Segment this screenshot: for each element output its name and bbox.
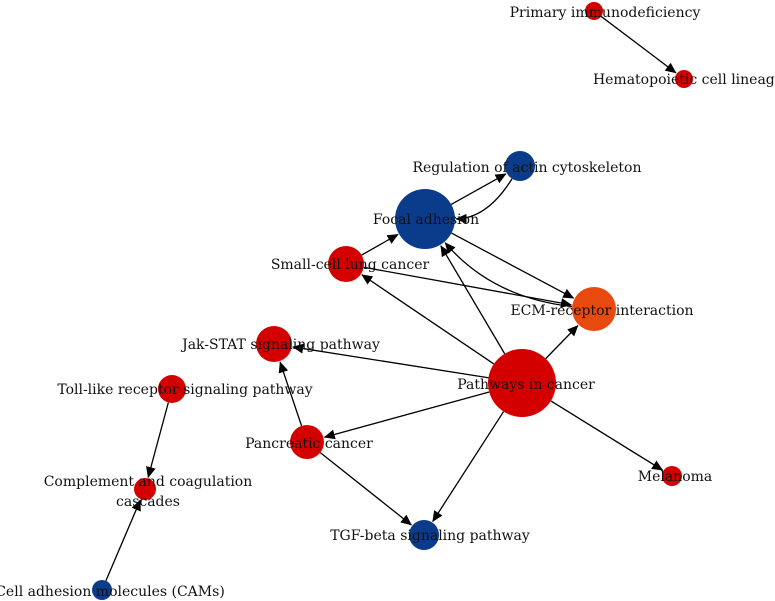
node-label-pancreatic-cancer: Pancreatic cancer — [245, 436, 373, 452]
edge-focal-adhesion-to-regulation-of-actin-cytoskeleton — [450, 173, 507, 205]
node-label-tgf-beta-signaling-pathway: TGF-beta signaling pathway — [330, 528, 530, 544]
node-label-ecm-receptor-interaction: ECM-receptor interaction — [510, 303, 693, 319]
node-label-line: Complement and coagulation — [44, 474, 253, 490]
node-cell-adhesion-molecules[interactable] — [92, 580, 112, 600]
edge-pathways-in-cancer-to-pancreatic-cancer — [323, 391, 490, 440]
edge-pathways-in-cancer-to-jak-stat-signaling-pathway — [292, 343, 489, 379]
node-pathways-in-cancer[interactable] — [488, 349, 556, 417]
edge-pathways-in-cancer-to-small-cell-lung-cancer — [361, 274, 495, 365]
node-label-cell-adhesion-molecules: Cell adhesion molecules (CAMs) — [0, 584, 225, 600]
node-hematopoietic-cell-lineage[interactable] — [675, 70, 693, 88]
edge-toll-like-receptor-signaling-pathway-to-complement-and-coagulation-cascades — [146, 402, 169, 478]
node-label-complement-and-coagulation-cascades: Complement and coagulation cascades — [44, 474, 253, 510]
node-ecm-receptor-interaction[interactable] — [572, 287, 616, 331]
node-label-line: cascades — [116, 494, 180, 510]
node-label-primary-immunodeficiency: Primary immunodeficiency — [510, 5, 701, 21]
edge-small-cell-lung-cancer-to-focal-adhesion — [361, 233, 399, 256]
node-label-pathways-in-cancer: Pathways in cancer — [457, 377, 595, 393]
edge-pathways-in-cancer-to-melanoma — [550, 400, 664, 471]
edge-pathways-in-cancer-to-ecm-receptor-interaction — [545, 325, 579, 360]
edges-layer — [105, 15, 677, 582]
node-melanoma[interactable] — [662, 466, 682, 486]
node-label-toll-like-receptor-signaling-pathway: Toll-like receptor signaling pathway — [57, 382, 312, 398]
edge-pancreatic-cancer-to-jak-stat-signaling-pathway — [278, 361, 303, 427]
node-focal-adhesion[interactable] — [395, 189, 455, 249]
edge-primary-immunodeficiency-to-hematopoietic-cell-lineage — [600, 15, 677, 74]
node-label-focal-adhesion: Focal adhesion — [373, 212, 479, 228]
edge-ecm-receptor-interaction-to-focal-adhesion — [444, 242, 573, 308]
node-label-hematopoietic-cell-lineage: Hematopoietic cell lineage — [593, 72, 775, 88]
node-label-jak-stat-signaling-pathway: Jak-STAT signaling pathway — [180, 337, 380, 353]
edge-pathways-in-cancer-to-focal-adhesion — [440, 245, 506, 355]
node-complement-and-coagulation-cascades[interactable] — [134, 478, 156, 500]
edge-regulation-of-actin-cytoskeleton-to-focal-adhesion — [455, 178, 513, 224]
node-label-regulation-of-actin-cytoskeleton: Regulation of actin cytoskeleton — [412, 160, 641, 176]
node-primary-immunodeficiency[interactable] — [585, 2, 603, 20]
node-tgf-beta-signaling-pathway[interactable] — [409, 520, 439, 550]
node-label-melanoma: Melanoma — [638, 469, 713, 485]
node-toll-like-receptor-signaling-pathway[interactable] — [158, 375, 186, 403]
edge-small-cell-lung-cancer-to-ecm-receptor-interaction — [363, 266, 572, 308]
node-label-small-cell-lung-cancer: Small-cell lung cancer — [271, 257, 430, 273]
nodes-layer — [92, 2, 693, 600]
edge-cell-adhesion-molecules-to-complement-and-coagulation-cascades — [105, 499, 141, 582]
edge-pancreatic-cancer-to-tgf-beta-signaling-pathway — [319, 452, 412, 526]
node-regulation-of-actin-cytoskeleton[interactable] — [505, 151, 535, 181]
edge-focal-adhesion-to-ecm-receptor-interaction — [451, 232, 575, 299]
node-pancreatic-cancer[interactable] — [290, 425, 324, 459]
node-small-cell-lung-cancer[interactable] — [328, 246, 364, 282]
node-jak-stat-signaling-pathway[interactable] — [256, 326, 292, 362]
edge-pathways-in-cancer-to-tgf-beta-signaling-pathway — [432, 411, 505, 523]
